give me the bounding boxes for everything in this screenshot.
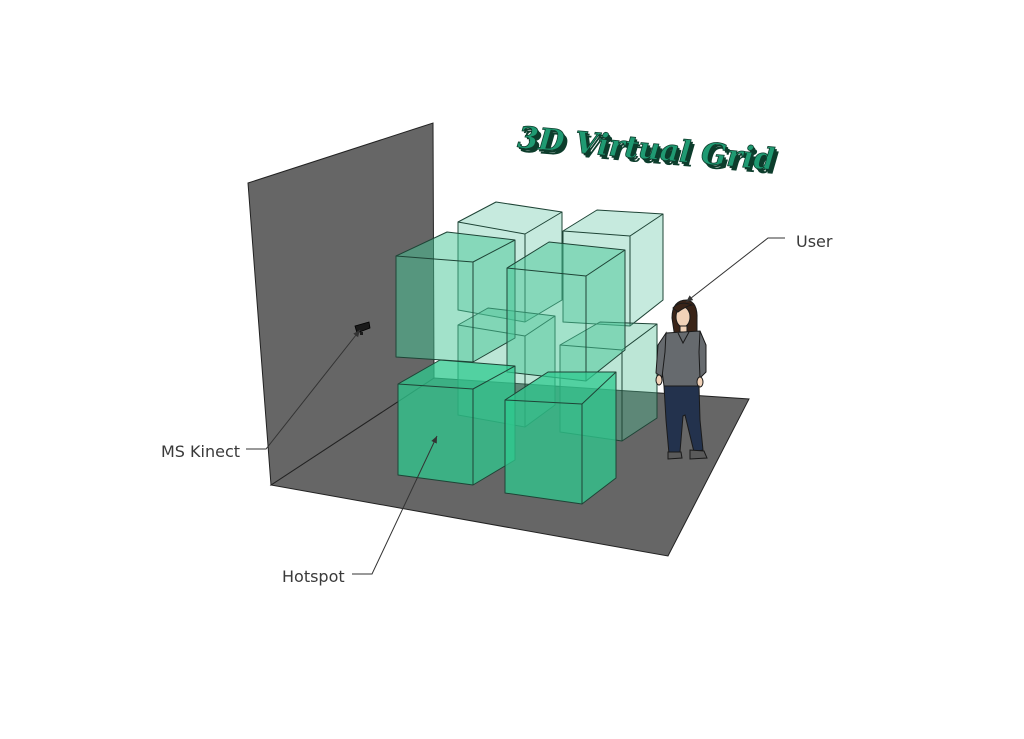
diagram-title: 3D Virtual Grid 3D Virtual Grid 3D Virtu…	[516, 120, 780, 182]
hotspot-cubes	[395, 201, 664, 505]
hotspot-label: Hotspot	[282, 567, 345, 586]
kinect-leader-line	[246, 329, 361, 450]
hotspot-cube	[504, 371, 617, 505]
ms-kinect-label: MS Kinect	[161, 442, 241, 461]
user-leader-line	[685, 237, 785, 303]
user-label: User	[796, 232, 833, 251]
hotspot-cube	[397, 359, 516, 486]
hotspot-cube	[395, 231, 516, 363]
hotspot-leader-line	[352, 435, 438, 575]
hotspot-cube	[506, 241, 626, 382]
